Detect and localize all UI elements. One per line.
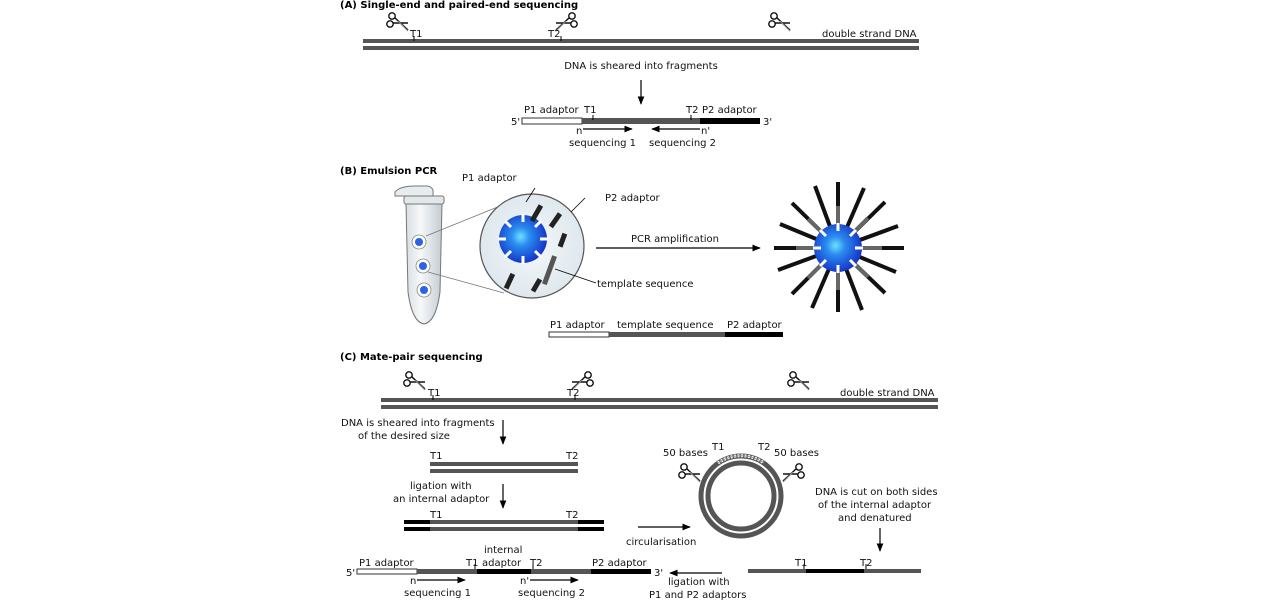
section-a-five-prime: 5' [511,117,520,128]
section-a-dsdna-label: double strand DNA [822,29,917,40]
section-a-shear-text: DNA is sheared into fragments [564,61,718,72]
scissors-icon [403,371,426,391]
section-c-ligation-p1p2-2: P1 and P2 adaptors [649,590,746,600]
section-c-frag-t2: T2 [565,451,578,462]
section-b-bar-p2: P2 adaptor [727,320,783,331]
section-c-three-prime: 3' [654,568,663,579]
section-a-t2: T2 [547,29,560,40]
section-b-p2-adaptor: P2 adaptor [605,193,661,204]
section-a-dsdna [363,39,919,50]
scissors-icon [782,463,805,483]
scissors-icon [678,463,701,483]
section-b-pcr-amplification: PCR amplification [631,234,719,245]
section-c-t1: T1 [427,388,440,399]
section-c-final-t2: T2 [529,558,542,569]
section-c-cut-line3: and denatured [838,513,912,524]
section-c-cut-fragment [748,569,921,573]
pcr-tube [394,185,445,325]
section-a-frag-t1: T1 [583,105,596,116]
section-c-circularisation: circularisation [626,537,696,548]
section-a-three-prime: 3' [763,117,772,128]
section-c-ligation-internal-2: an internal adaptor [393,494,490,505]
section-c-cut-t2: T2 [859,558,872,569]
section-b-bar-template: template sequence [617,320,714,331]
section-c-ligation-internal-1: ligation with [410,481,472,492]
section-a: (A) Single-end and paired-end sequencing… [340,0,919,149]
section-a-p1-adaptor: P1 adaptor [524,105,580,116]
section-c-heading: (C) Mate-pair sequencing [340,352,483,363]
section-c-fifty-bases-right: 50 bases [774,448,819,459]
section-a-n-prime: n' [701,126,710,137]
section-c-dsdna [381,398,938,409]
section-b-bar-p1: P1 adaptor [550,320,606,331]
section-c-final-construct [356,568,651,575]
section-b: (B) Emulsion PCR [340,166,904,338]
section-c-circle-t2: T2 [757,442,770,453]
section-c-ligation-p1p2-1: ligation with [668,577,730,588]
section-c-frag-t1: T1 [429,451,442,462]
section-a-frag-t2: T2 [685,105,698,116]
section-b-adaptor-bar [548,331,783,338]
section-b-template-sequence: template sequence [597,279,694,290]
scissors-icon [768,12,791,32]
section-b-p1-adaptor: P1 adaptor [462,173,518,184]
section-c-shear-line1: DNA is sheared into fragments [341,418,495,429]
section-c-final-t1: T1 [465,558,478,569]
section-c-internal-1: internal [484,545,522,556]
section-a-p2-adaptor: P2 adaptor [702,105,758,116]
scissors-icon [386,12,409,32]
section-a-heading: (A) Single-end and paired-end sequencing [340,0,578,11]
emulsion-droplet [479,193,585,299]
section-a-seq1: sequencing 1 [569,138,636,149]
section-c-fragment-internal [404,520,604,531]
section-a-fragment [521,117,760,125]
section-b-heading: (B) Emulsion PCR [340,166,438,177]
section-a-seq2: sequencing 2 [649,138,716,149]
section-c-n-prime: n' [520,576,529,587]
section-c-five-prime: 5' [346,568,355,579]
section-c-fragment [430,462,578,473]
section-a-n: n [576,126,582,137]
amplified-bead [774,182,904,312]
circularised-dna [698,453,784,539]
section-c-dsdna-label: double strand DNA [840,388,935,399]
section-c-seq1: sequencing 1 [404,588,471,599]
section-c: (C) Mate-pair sequencing T1 T2 double st… [340,352,938,600]
section-c-int-t2: T2 [565,510,578,521]
section-c-shear-line2: of the desired size [358,431,450,442]
section-c-circle-t1: T1 [711,442,724,453]
scissors-icon [787,371,810,391]
section-c-cut-line1: DNA is cut on both sides [815,487,938,498]
section-c-p1-adaptor: P1 adaptor [359,558,415,569]
section-c-fifty-bases-left: 50 bases [663,448,708,459]
section-c-cut-t1: T1 [794,558,807,569]
section-c-n: n [410,576,416,587]
section-c-seq2: sequencing 2 [518,588,585,599]
section-c-p2-adaptor: P2 adaptor [592,558,648,569]
section-c-t2: T2 [566,388,579,399]
section-c-cut-line2: of the internal adaptor [818,500,932,511]
section-a-t1: T1 [409,29,422,40]
section-c-internal-2: adaptor [482,558,522,569]
section-c-int-t1: T1 [429,510,442,521]
